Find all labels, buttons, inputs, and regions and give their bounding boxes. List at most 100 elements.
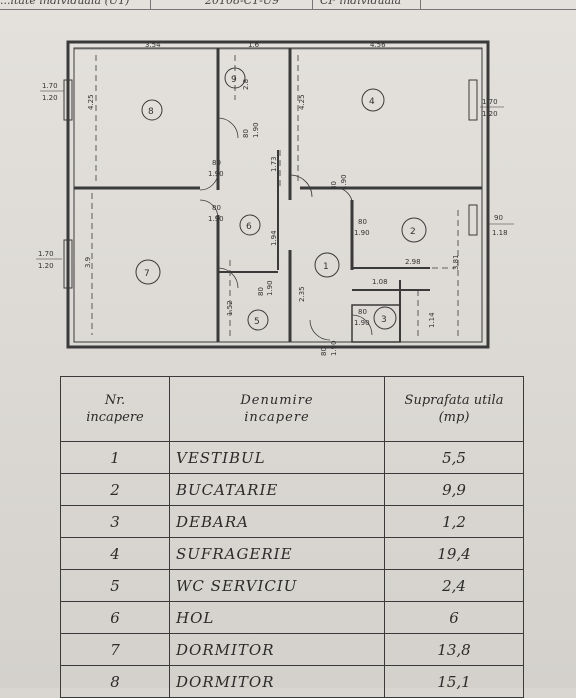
table-header-row: Nr. incapere Denumire incapere Suprafata… <box>60 376 524 442</box>
door-label-8: 80 1.90 <box>208 159 224 178</box>
window-right-upper <box>468 79 478 121</box>
dim-hol-len2: 1.94 <box>270 230 278 246</box>
cell-area: 19,4 <box>384 537 524 570</box>
cell-nr: 4 <box>60 537 170 570</box>
dim-storage-height: 1.14 <box>428 312 436 328</box>
header-name: Denumire incapere <box>169 376 385 442</box>
cell-area: 2,4 <box>384 569 524 602</box>
outer-wall-inner <box>73 47 483 343</box>
table-row: 8 DORMITOR 15,1 <box>60 665 524 698</box>
dim-left-window-upper-b: 1.20 <box>42 94 58 102</box>
cell-area: 1,2 <box>384 505 524 538</box>
table-row: 2 BUCATARIE 9,9 <box>60 473 524 506</box>
door-label-3: 80 1.90 <box>354 308 370 327</box>
dim-left-window-upper-a: 1.70 <box>42 82 58 90</box>
room-label-8: 8 <box>148 107 154 117</box>
svg-text:80: 80 <box>212 159 221 167</box>
svg-text:1.90: 1.90 <box>252 122 260 138</box>
room-label-3: 3 <box>381 315 387 325</box>
dim-room9-height: 2.8 <box>242 79 250 90</box>
room-label-5: 5 <box>254 317 260 327</box>
header-right-text: CF individuala <box>320 0 402 7</box>
cell-name: DORMITOR <box>169 665 385 698</box>
door-label-2: 80 1.90 <box>354 218 370 237</box>
door-label-7: 80 1.90 <box>208 204 224 223</box>
cell-nr: 2 <box>60 473 170 506</box>
window-left-lower <box>63 239 73 289</box>
svg-text:80: 80 <box>257 287 265 296</box>
room-table: Nr. incapere Denumire incapere Suprafata… <box>60 376 524 698</box>
header-mid-text: 20108-C1-U9 <box>205 0 280 7</box>
svg-text:1.90: 1.90 <box>354 229 370 237</box>
window-left-upper <box>63 79 73 121</box>
door-label-5: 80 1.90 <box>257 280 274 296</box>
cell-nr: 3 <box>60 505 170 538</box>
dim-hol-len: 1.73 <box>270 156 278 172</box>
cell-nr: 8 <box>60 665 170 698</box>
storage-box <box>351 304 401 343</box>
cell-nr: 7 <box>60 633 170 666</box>
svg-text:1.90: 1.90 <box>208 215 224 223</box>
dim-kitchen-width: 2.98 <box>405 258 421 266</box>
header-nr: Nr. incapere <box>60 376 170 442</box>
dim-top-room4: 4.56 <box>370 41 386 49</box>
cell-name: HOL <box>169 601 385 634</box>
cell-nr: 6 <box>60 601 170 634</box>
cell-area: 9,9 <box>384 473 524 506</box>
dim-vest-len: 2.35 <box>298 286 306 302</box>
svg-text:1.90: 1.90 <box>208 170 224 178</box>
table-row: 4 SUFRAGERIE 19,4 <box>60 537 524 570</box>
svg-text:1.90: 1.90 <box>354 319 370 327</box>
dim-room4-height: 4.25 <box>298 94 306 110</box>
svg-text:1.90: 1.90 <box>330 340 338 356</box>
header-left-text: ...itate individuala (U1) <box>0 0 130 7</box>
svg-text:80: 80 <box>358 308 367 316</box>
cell-area: 13,8 <box>384 633 524 666</box>
table-row: 6 HOL 6 <box>60 601 524 634</box>
outer-wall <box>66 40 490 349</box>
room-label-4: 4 <box>369 97 375 107</box>
room-label-2: 2 <box>410 227 416 237</box>
dim-left-window-lower-b: 1.20 <box>38 262 54 270</box>
dim-top-room8: 3.54 <box>145 41 161 49</box>
dim-storage-width: 1.08 <box>372 278 388 286</box>
svg-text:1.90: 1.90 <box>266 280 274 296</box>
table-row: 5 WC SERVICIU 2,4 <box>60 569 524 602</box>
cell-name: DORMITOR <box>169 633 385 666</box>
door-label-4: 80 1.90 <box>330 174 348 190</box>
room-label-6: 6 <box>246 222 252 232</box>
dim-room7-height: 3.9 <box>84 257 92 268</box>
cell-name: VESTIBUL <box>169 441 385 474</box>
cell-area: 6 <box>384 601 524 634</box>
dim-room8-height: 4.25 <box>87 94 95 110</box>
svg-text:80: 80 <box>320 347 328 356</box>
dim-top-room9: 1.6 <box>248 41 260 49</box>
room-label-1: 1 <box>323 262 329 272</box>
dim-kitchen-height: 3.81 <box>452 254 460 270</box>
room-label-7: 7 <box>144 269 150 279</box>
svg-text:80: 80 <box>212 204 221 212</box>
cell-area: 15,1 <box>384 665 524 698</box>
dim-right-window-lower-a: 90 <box>494 214 503 222</box>
cell-name: BUCATARIE <box>169 473 385 506</box>
cell-area: 5,5 <box>384 441 524 474</box>
dim-right-window-lower-b: 1.18 <box>492 229 508 237</box>
dim-right-window-upper-b: 1.20 <box>482 110 498 118</box>
cell-nr: 5 <box>60 569 170 602</box>
table-row: 1 VESTIBUL 5,5 <box>60 441 524 474</box>
dim-right-window-upper-a: 1.70 <box>482 98 498 106</box>
window-right-lower <box>468 204 478 236</box>
door-label-entrance: 80 1.90 <box>320 340 338 356</box>
svg-text:1.90: 1.90 <box>340 174 348 190</box>
svg-text:80: 80 <box>330 181 338 190</box>
cell-name: DEBARA <box>169 505 385 538</box>
door-label-9: 80 1.90 <box>242 122 260 138</box>
dim-left-window-lower-a: 1.70 <box>38 250 54 258</box>
svg-text:80: 80 <box>358 218 367 226</box>
floor-plan: 8 9 4 6 7 1 2 3 5 3.54 1.6 4.56 1.70 1.2… <box>36 40 514 356</box>
cell-name: SUFRAGERIE <box>169 537 385 570</box>
header-area: Suprafata utila (mp) <box>384 376 524 442</box>
table-row: 3 DEBARA 1,2 <box>60 505 524 538</box>
dim-wc-len: 1.52 <box>226 300 234 316</box>
